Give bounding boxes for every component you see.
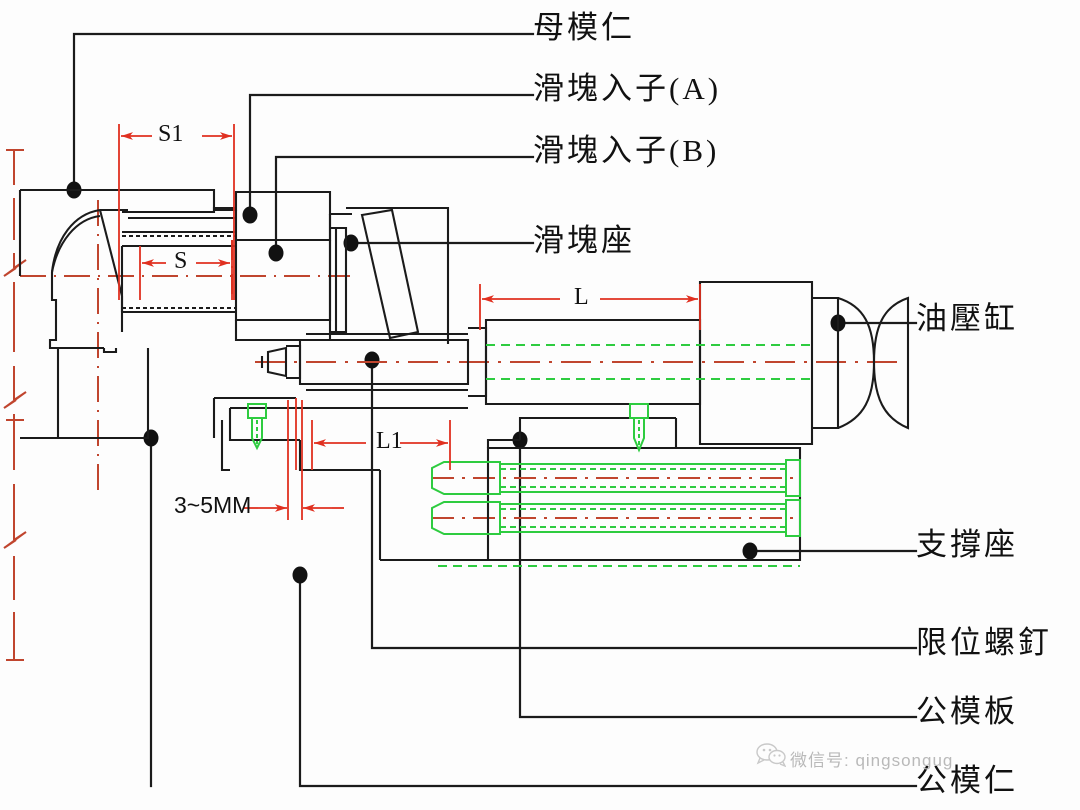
screw-small-left <box>247 403 267 451</box>
leader-lines <box>72 32 918 788</box>
leader-dots <box>66 181 846 584</box>
label-core-insert: 公模仁 <box>916 763 1018 798</box>
dimension-text-s1: S1 <box>158 121 184 147</box>
label-core-plate: 公模板 <box>916 694 1018 729</box>
leader-dot-limit-screw <box>364 351 380 369</box>
label-slide-insert-a: 滑塊入子(A) <box>533 71 722 106</box>
leader-dot-core-insert <box>292 566 308 584</box>
centerlines <box>20 200 905 519</box>
dimension-text-l1: L1 <box>376 428 403 454</box>
support-bolt-upper <box>431 459 801 497</box>
dimension-text-l: L <box>574 284 589 310</box>
left-break-line <box>3 149 27 661</box>
watermark-text: 微信号: qingsongug <box>790 751 954 770</box>
label-hydraulic-cylinder: 油壓缸 <box>916 301 1018 336</box>
dimension-lines <box>118 124 701 520</box>
fasteners-green <box>247 344 812 567</box>
label-slide-insert-b: 滑塊入子(B) <box>533 133 720 168</box>
label-cavity-insert: 母模仁 <box>533 10 635 45</box>
leader-dot-slide-insert-b <box>268 244 284 262</box>
dimension-text-3-5mm: 3~5MM <box>174 492 252 518</box>
label-support-seat: 支撐座 <box>916 527 1018 562</box>
dimension-text-s: S <box>174 248 188 274</box>
assembly-outlines <box>18 188 910 562</box>
leader-dot-slide-base <box>343 234 359 252</box>
label-limit-screw: 限位螺釘 <box>916 625 1052 660</box>
leader-dot-slide-insert-a <box>242 206 258 224</box>
wechat-icon <box>756 743 786 767</box>
support-bolt-lower <box>431 499 801 537</box>
screw-small-right <box>629 403 649 453</box>
leader-dot-support-seat <box>742 542 758 560</box>
label-slide-base: 滑塊座 <box>533 223 635 258</box>
